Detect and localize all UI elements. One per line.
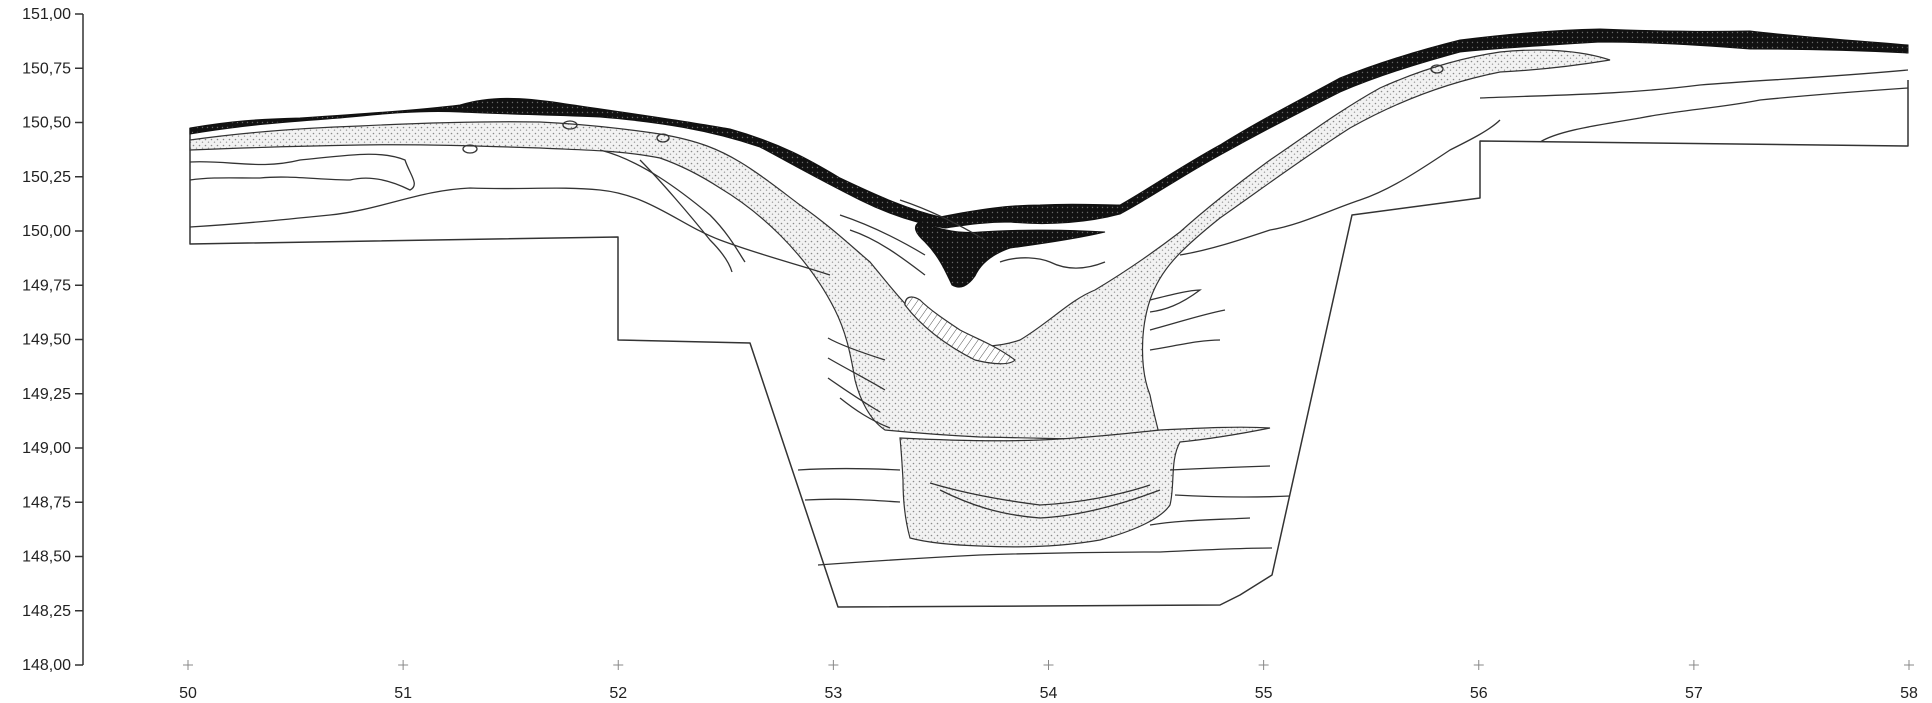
layer-line-14: [999, 257, 1106, 269]
x-tick-label: 58: [1900, 685, 1918, 702]
layer-line-13: [839, 199, 986, 276]
layer-line-5: [1479, 69, 1909, 99]
y-tick-label: 150,50: [22, 115, 71, 132]
layer-line-4: [639, 159, 733, 273]
y-tick-label: 148,00: [22, 657, 71, 674]
excavation-boundary: [189, 80, 1909, 608]
x-tick-label: 51: [394, 685, 412, 702]
layer-line-3: [599, 149, 746, 263]
layer-line-1: [189, 153, 415, 191]
dark-pit-lens: [914, 221, 1106, 288]
layer-line-12: [1149, 289, 1226, 351]
x-tick-group: 50 51 52 53 54 55 56 57 58: [179, 660, 1918, 702]
x-tick-label: 52: [609, 685, 627, 702]
inclusion-marker: [656, 133, 670, 143]
y-axis: 151,00 150,75 150,50 150,25 150,00 149,75 149,…: [22, 6, 84, 674]
layer-line-11: [929, 482, 1161, 519]
y-tick-label: 148,50: [22, 549, 71, 566]
layer-line-10: [1149, 465, 1291, 526]
topsoil-layer: [189, 28, 1909, 229]
x-axis: 50 51 52 53 54 55 56 57 58: [179, 660, 1918, 702]
x-tick-label: 55: [1255, 685, 1273, 702]
x-tick-label: 56: [1470, 685, 1488, 702]
y-tick-label: 149,25: [22, 386, 71, 403]
layer-line-6: [1539, 87, 1909, 143]
y-tick-label: 150,25: [22, 169, 71, 186]
hatched-lens: [904, 296, 1016, 365]
profile-layers: [189, 28, 1909, 608]
x-tick-label: 54: [1040, 685, 1058, 702]
y-tick-label: 148,25: [22, 603, 71, 620]
layer-line-8: [827, 337, 891, 429]
x-tick-label: 50: [179, 685, 197, 702]
y-tick-label: 149,00: [22, 440, 71, 457]
x-tick-label: 57: [1685, 685, 1703, 702]
y-tick-label: 148,75: [22, 494, 71, 511]
inclusions: [462, 64, 1444, 154]
y-tick-label: 150,75: [22, 60, 71, 77]
y-tick-group: 151,00 150,75 150,50 150,25 150,00 149,75 149,…: [22, 6, 83, 674]
layer-line-2: [189, 187, 831, 276]
layer-line-7: [1179, 119, 1501, 256]
y-tick-label: 149,50: [22, 332, 71, 349]
x-tick-label: 53: [824, 685, 842, 702]
layer-line-9: [797, 467, 1273, 566]
sand-layer-lower: [899, 426, 1271, 548]
inclusion-marker: [462, 144, 478, 154]
y-tick-label: 149,75: [22, 277, 71, 294]
inclusion-marker: [1430, 64, 1444, 74]
y-tick-label: 150,00: [22, 223, 71, 240]
y-tick-label: 151,00: [22, 6, 71, 23]
inclusion-marker: [562, 120, 578, 130]
sand-layer-upper: [189, 49, 1611, 441]
